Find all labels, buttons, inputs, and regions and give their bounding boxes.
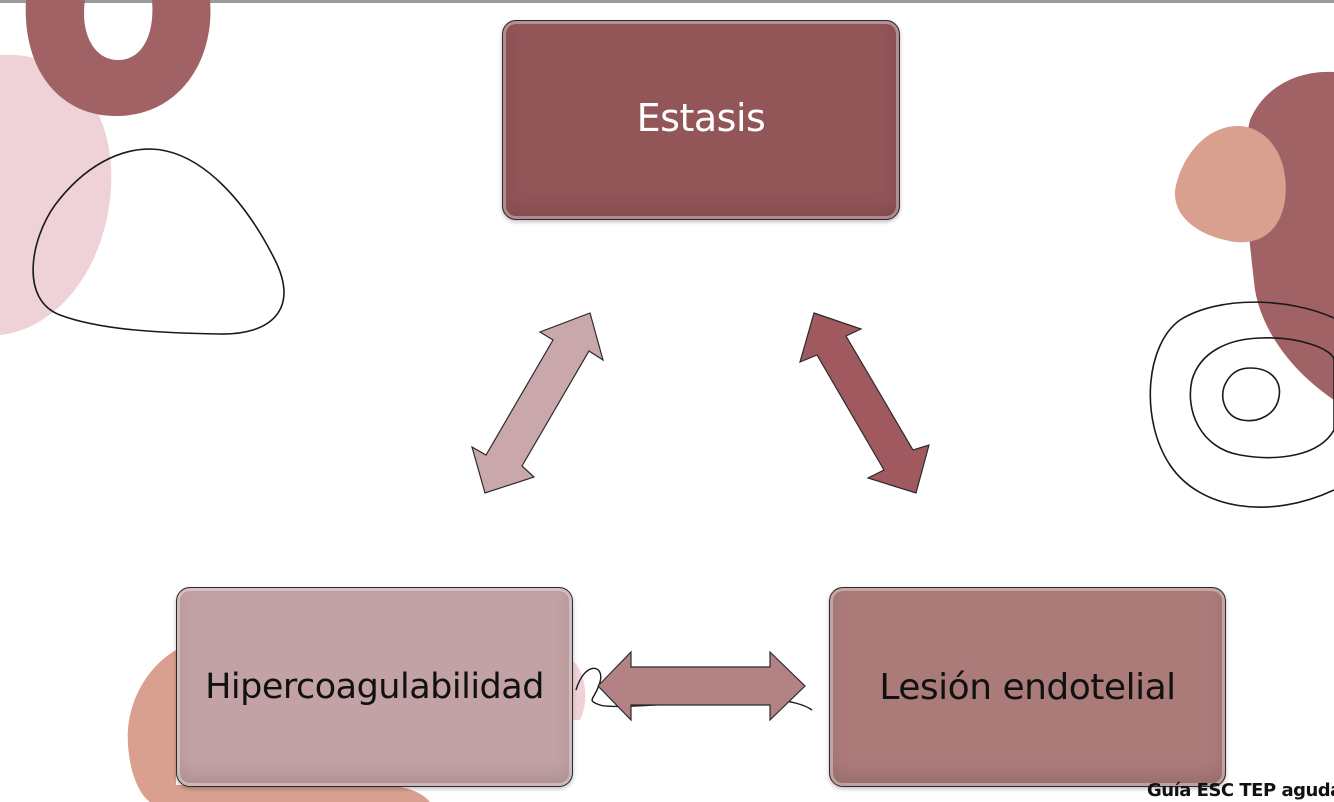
source-footnote: Guía ESC TEP aguda: [1147, 780, 1334, 801]
node-hipercoagulabilidad-label: Hipercoagulabilidad: [205, 667, 544, 707]
double-arrow-right-diagonal: [799, 312, 930, 494]
node-lesion-endotelial: Lesión endotelial: [829, 587, 1226, 787]
deco-pink-small: [572, 660, 586, 720]
deco-pink-blob: [0, 54, 112, 336]
deco-concentric-outer: [1149, 301, 1334, 508]
deco-concentric-inner: [1222, 367, 1281, 422]
deco-maroon-u-shape: [25, 0, 211, 117]
node-hipercoagulabilidad: Hipercoagulabilidad: [176, 587, 573, 787]
node-estasis: Estasis: [502, 20, 900, 220]
double-arrow-horizontal: [597, 650, 806, 722]
window-top-edge: [0, 0, 1334, 3]
deco-concentric-middle: [1189, 337, 1334, 459]
deco-salmon-blob-right: [1174, 125, 1286, 243]
double-arrow-left-diagonal: [471, 312, 604, 494]
node-estasis-label: Estasis: [636, 96, 766, 140]
node-lesion-endotelial-label: Lesión endotelial: [879, 666, 1176, 708]
deco-outline-loop: [32, 148, 285, 335]
